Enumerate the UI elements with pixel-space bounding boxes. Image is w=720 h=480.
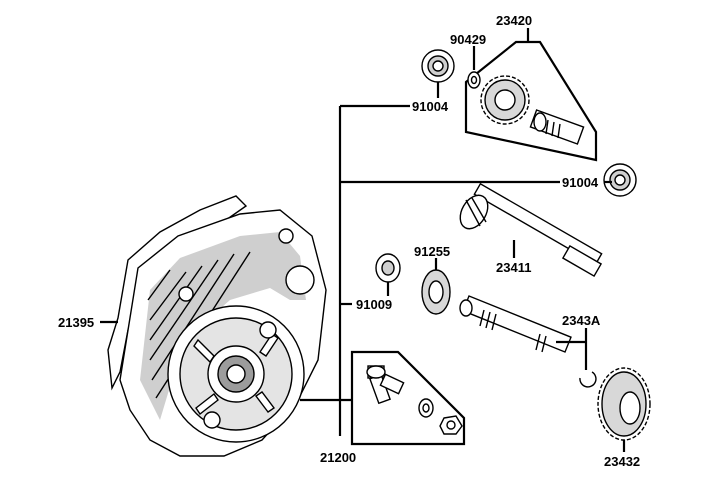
- bearing-91009: [375, 253, 401, 283]
- part-labels: 23420 90429 91004 91004 91255 23411 9100…: [58, 13, 640, 469]
- label-23432: 23432: [604, 454, 640, 469]
- circlip-2343a: [579, 371, 597, 388]
- gear-23432: [597, 367, 651, 441]
- washer-90429: [467, 71, 481, 89]
- label-91255: 91255: [414, 244, 450, 259]
- gear-91255: [421, 269, 451, 315]
- label-2343a: 2343A: [562, 313, 601, 328]
- label-90429: 90429: [450, 32, 486, 47]
- bearing-mid-right: [603, 163, 637, 197]
- label-91004-mid: 91004: [562, 175, 599, 190]
- label-21395: 21395: [58, 315, 94, 330]
- shaft-23411: [459, 182, 603, 278]
- label-91009: 91009: [356, 297, 392, 312]
- label-91004-top: 91004: [412, 99, 449, 114]
- bearing-top-left: [421, 49, 455, 83]
- label-23411: 23411: [496, 260, 531, 275]
- gear-assembly-top: [464, 40, 598, 162]
- label-23420: 23420: [496, 13, 532, 28]
- shaft-kit: [350, 350, 466, 446]
- transmission-cover: [107, 195, 327, 457]
- label-21200: 21200: [320, 450, 356, 465]
- output-shaft: [459, 295, 572, 353]
- leader-lines: [100, 28, 626, 452]
